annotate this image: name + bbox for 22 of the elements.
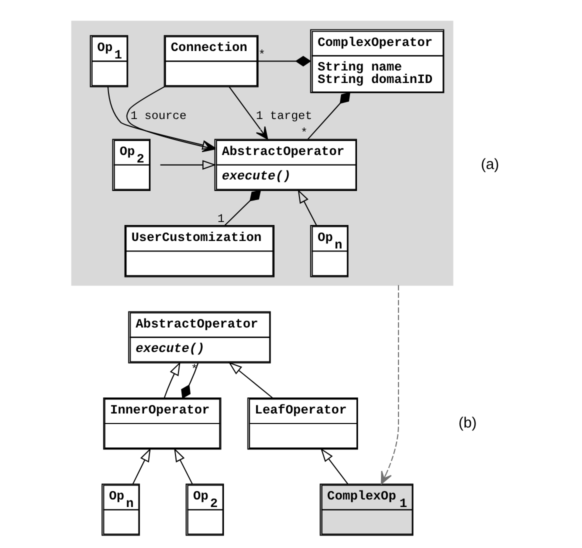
edge-label: * xyxy=(258,48,266,62)
edge-label: 1 target xyxy=(256,108,312,123)
arrow xyxy=(164,362,180,398)
arrow xyxy=(132,448,151,484)
connector xyxy=(308,92,350,140)
connector xyxy=(258,56,312,66)
arrow xyxy=(228,362,273,398)
cluster xyxy=(71,20,454,286)
arrow xyxy=(298,189,318,226)
arrow xyxy=(228,86,268,140)
label: (a) xyxy=(480,156,500,173)
edge-label: 1 xyxy=(217,212,224,226)
label: (b) xyxy=(458,415,477,432)
connector xyxy=(224,190,261,226)
arrow xyxy=(160,160,216,170)
connector xyxy=(181,362,199,399)
arrow xyxy=(380,285,400,484)
arrow xyxy=(174,448,193,484)
edge-label: * xyxy=(300,126,308,140)
arrow xyxy=(107,86,216,150)
edge-label: 1 source xyxy=(130,108,187,123)
arrow xyxy=(320,448,348,484)
